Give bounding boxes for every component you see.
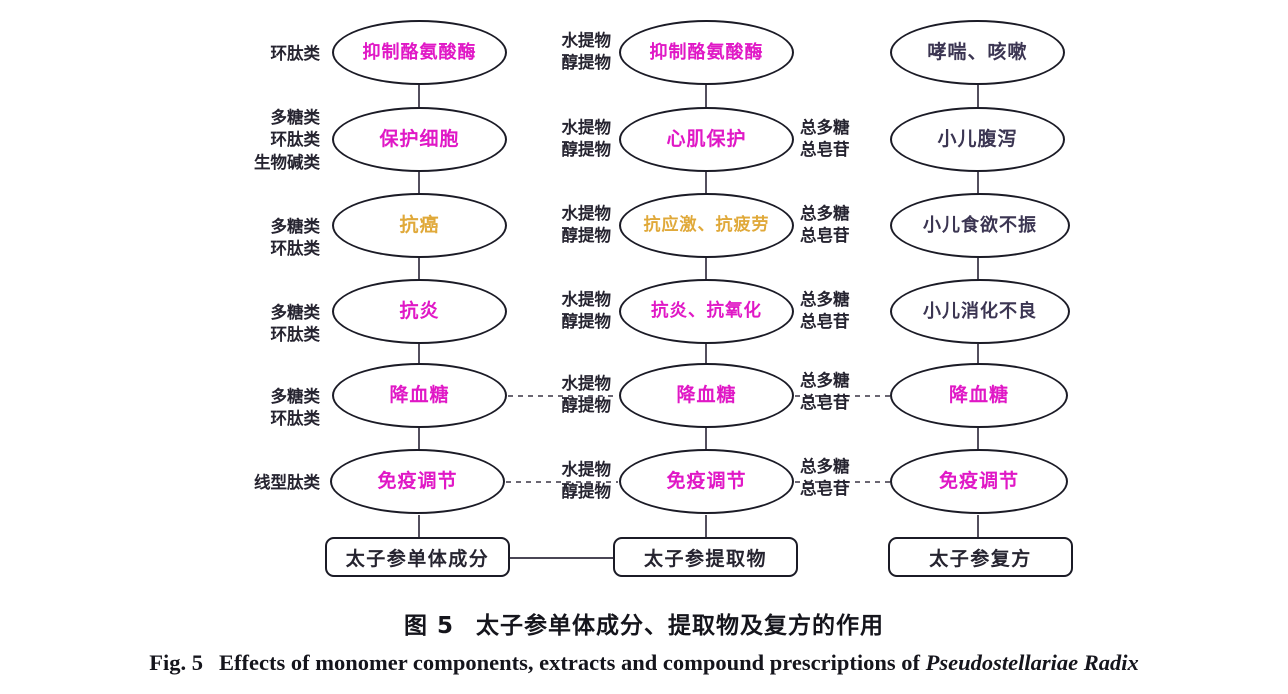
node-c3-immunoregulation[interactable]: 免疫调节 bbox=[890, 449, 1068, 514]
footer-box-compound[interactable]: 太子参复方 bbox=[888, 537, 1073, 577]
left-label-c2-row4: 水提物醇提物 bbox=[561, 289, 612, 332]
caption-en-species: Pseudostellariae Radix bbox=[925, 650, 1139, 675]
footer-box-monomer[interactable]: 太子参单体成分 bbox=[325, 537, 510, 577]
left-label-c1-row5: 多糖类环肽类 bbox=[270, 386, 321, 429]
node-c2-inhibit-tyrosinase[interactable]: 抑制酪氨酸酶 bbox=[619, 20, 794, 85]
right-label-c2-row5: 总多糖总皂苷 bbox=[800, 370, 850, 413]
node-c3-infantile-dyspepsia[interactable]: 小儿消化不良 bbox=[890, 279, 1070, 344]
caption-en-number: Fig. 5 bbox=[149, 650, 203, 675]
left-label-c2-row5: 水提物醇提物 bbox=[561, 373, 612, 416]
figure-caption-english: Fig. 5 Effects of monomer components, ext… bbox=[0, 650, 1288, 676]
node-c1-immunoregulation[interactable]: 免疫调节 bbox=[330, 449, 505, 514]
right-label-c2-row4: 总多糖总皂苷 bbox=[800, 289, 850, 332]
left-label-c2-row1: 水提物醇提物 bbox=[561, 30, 612, 73]
left-label-c2-row6: 水提物醇提物 bbox=[561, 459, 612, 502]
node-c2-antistress-antifatigue[interactable]: 抗应激、抗疲劳 bbox=[619, 193, 794, 258]
left-label-c1-row3: 多糖类环肽类 bbox=[270, 216, 321, 259]
caption-cn-number: 图 5 bbox=[403, 613, 454, 639]
node-c2-hypoglycemic[interactable]: 降血糖 bbox=[619, 363, 794, 428]
node-c1-anticancer[interactable]: 抗癌 bbox=[332, 193, 507, 258]
node-c1-antiinflammatory[interactable]: 抗炎 bbox=[332, 279, 507, 344]
node-c2-cardioprotection[interactable]: 心肌保护 bbox=[619, 107, 794, 172]
left-label-c2-row2: 水提物醇提物 bbox=[561, 117, 612, 160]
left-label-c1-row2: 多糖类环肽类生物碱类 bbox=[254, 107, 320, 173]
node-c3-infantile-anorexia[interactable]: 小儿食欲不振 bbox=[890, 193, 1070, 258]
caption-en-text: Effects of monomer components, extracts … bbox=[219, 650, 920, 675]
node-c1-inhibit-tyrosinase[interactable]: 抑制酪氨酸酶 bbox=[332, 20, 507, 85]
left-label-c2-row3: 水提物醇提物 bbox=[561, 203, 612, 246]
node-c3-infantile-diarrhea[interactable]: 小儿腹泻 bbox=[890, 107, 1065, 172]
node-c1-protect-cell[interactable]: 保护细胞 bbox=[332, 107, 507, 172]
node-c2-immunoregulation[interactable]: 免疫调节 bbox=[619, 449, 794, 514]
left-label-c1-row1: 环肽类 bbox=[270, 44, 321, 63]
figure-caption-chinese: 图 5 太子参单体成分、提取物及复方的作用 bbox=[0, 606, 1288, 640]
footer-box-extract[interactable]: 太子参提取物 bbox=[613, 537, 798, 577]
node-c3-hypoglycemic[interactable]: 降血糖 bbox=[890, 363, 1068, 428]
right-label-c2-row3: 总多糖总皂苷 bbox=[800, 203, 850, 246]
caption-cn-text: 太子参单体成分、提取物及复方的作用 bbox=[476, 613, 884, 639]
left-label-c1-row4: 多糖类环肽类 bbox=[270, 302, 321, 345]
left-label-c1-row6: 线型肽类 bbox=[254, 473, 320, 492]
right-label-c2-row2: 总多糖总皂苷 bbox=[800, 117, 850, 160]
node-c3-asthma-cough[interactable]: 哮喘、咳嗽 bbox=[890, 20, 1065, 85]
node-c1-hypoglycemic[interactable]: 降血糖 bbox=[332, 363, 507, 428]
right-label-c2-row6: 总多糖总皂苷 bbox=[800, 456, 850, 499]
node-c2-antiinflammatory-antioxidant[interactable]: 抗炎、抗氧化 bbox=[619, 279, 794, 344]
